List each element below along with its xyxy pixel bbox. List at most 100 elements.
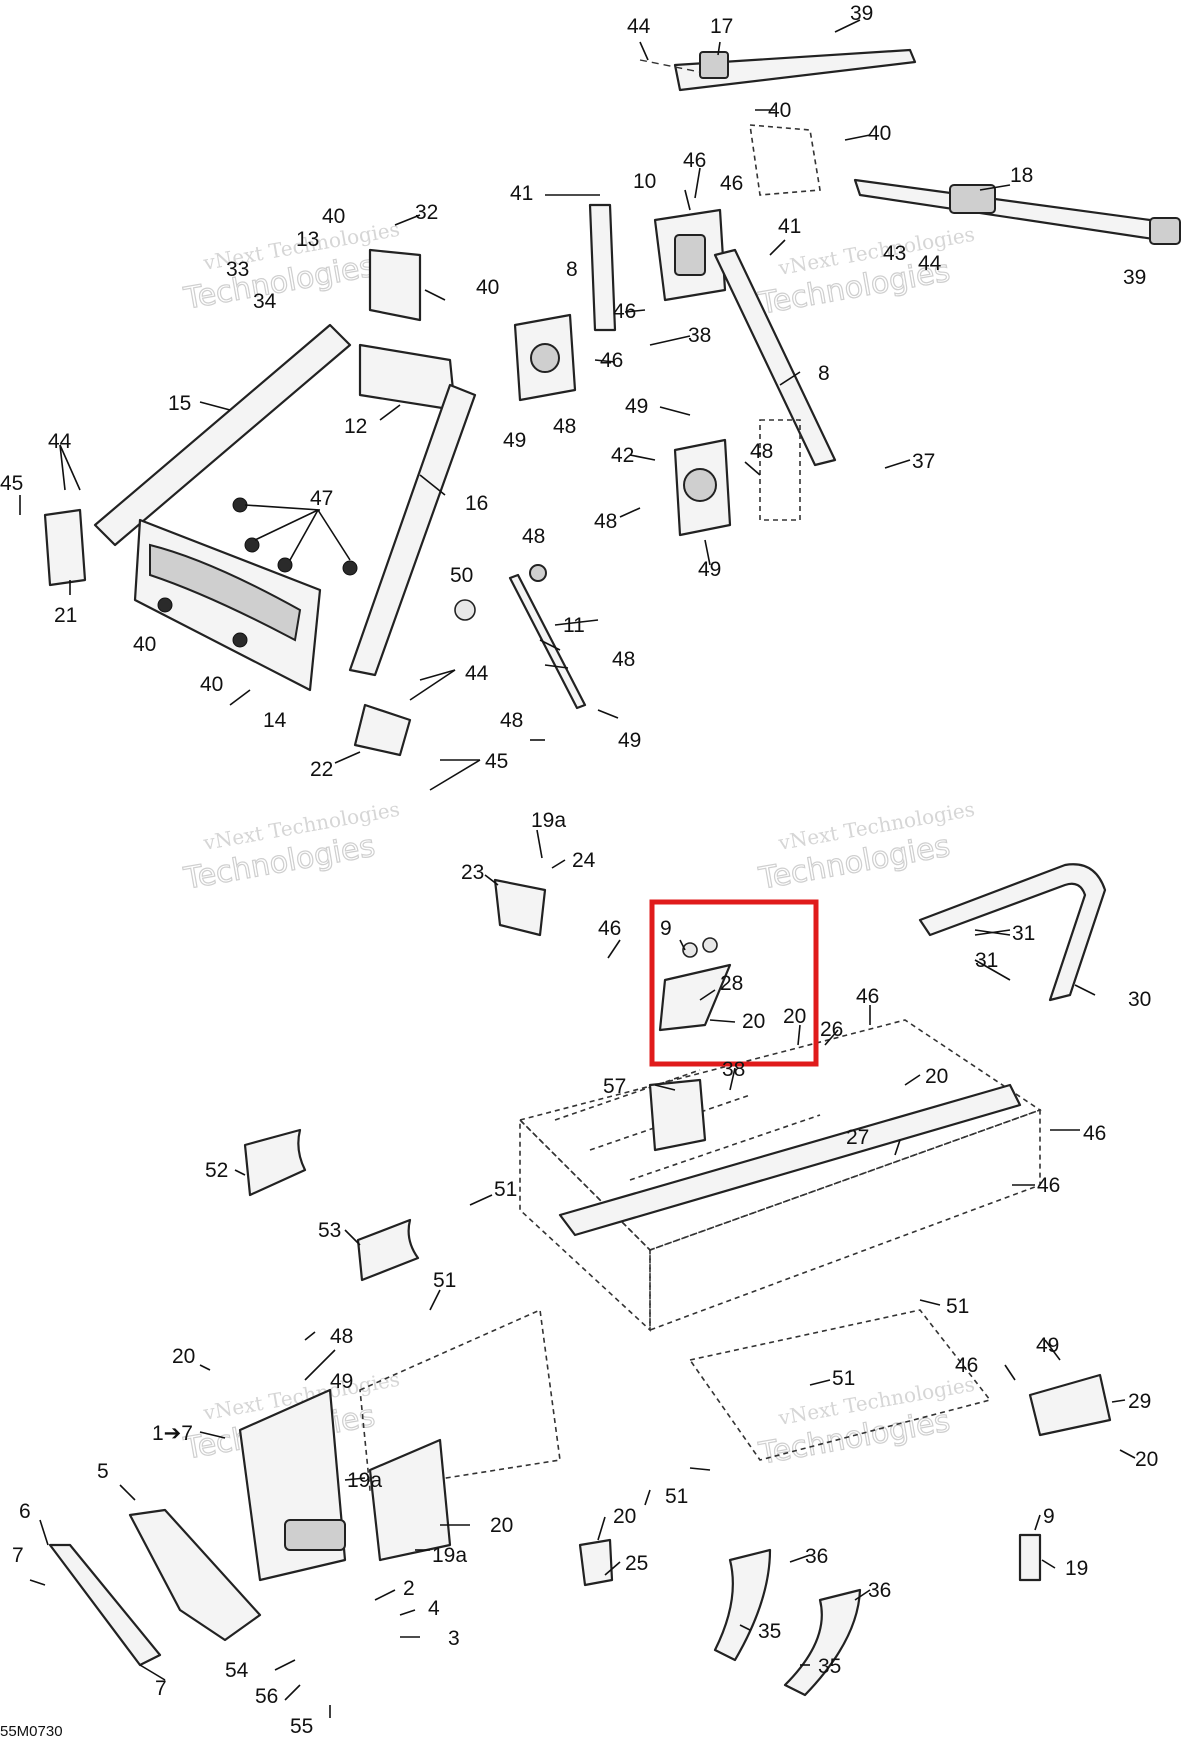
callout-8: 8 <box>818 362 830 385</box>
callout-51: 51 <box>946 1295 969 1318</box>
part-25-bracket <box>578 1538 614 1587</box>
callout-11: 11 <box>563 614 585 637</box>
callout-20: 20 <box>742 1010 765 1033</box>
part-52-53-pads <box>243 1128 420 1282</box>
callout-35: 35 <box>818 1655 841 1678</box>
callout-44: 44 <box>465 662 489 685</box>
callout-7: 7 <box>155 1677 167 1700</box>
part-8-arms <box>588 203 837 467</box>
callout-46: 46 <box>1083 1122 1106 1145</box>
callout-33: 33 <box>226 258 249 281</box>
callout-7: 7 <box>12 1544 24 1567</box>
callout-42: 42 <box>611 444 634 467</box>
callout-19: 19 <box>1065 1557 1088 1580</box>
callout-35: 35 <box>758 1620 781 1643</box>
callout-5: 5 <box>97 1460 109 1483</box>
callout-34: 34 <box>253 290 277 313</box>
callout-25: 25 <box>625 1552 648 1575</box>
callout-6: 6 <box>19 1500 31 1523</box>
callout-41: 41 <box>510 182 533 205</box>
callout-46: 46 <box>598 917 621 940</box>
part-14-bulkhead <box>133 497 358 692</box>
callout-39: 39 <box>1123 266 1146 289</box>
part-17-upper-bar <box>639 48 917 92</box>
callout-44: 44 <box>627 15 651 38</box>
callout-22: 22 <box>310 758 333 781</box>
callout-45: 45 <box>485 750 508 773</box>
callout-49: 49 <box>618 729 641 752</box>
callout-19a: 19a <box>432 1544 467 1567</box>
callout-51: 51 <box>832 1367 855 1390</box>
callout-55: 55 <box>290 1715 313 1738</box>
callout-51: 51 <box>665 1485 688 1508</box>
callout-20: 20 <box>925 1065 948 1088</box>
part-15-16-frame-rails <box>93 323 477 677</box>
callout-40: 40 <box>868 122 891 145</box>
callout-1-to-7: 1➔7 <box>152 1422 193 1445</box>
callout-51: 51 <box>433 1269 456 1292</box>
callout-49: 49 <box>330 1370 353 1393</box>
callout-10: 10 <box>633 170 656 193</box>
part-29-plate <box>1028 1373 1112 1437</box>
part-9-19-tab <box>1018 1533 1042 1582</box>
callout-40: 40 <box>133 633 156 656</box>
callout-2: 2 <box>403 1577 415 1600</box>
part-22-bracket <box>353 703 412 757</box>
callout-8: 8 <box>566 258 578 281</box>
part-18-lower-bar <box>749 124 1181 245</box>
callout-31: 31 <box>975 949 998 972</box>
callout-46: 46 <box>600 349 623 372</box>
front-suspension-assembly <box>238 1388 452 1582</box>
callout-20: 20 <box>1135 1448 1158 1471</box>
callout-48: 48 <box>594 510 617 533</box>
callout-38: 38 <box>722 1058 745 1081</box>
callout-57: 57 <box>603 1075 626 1098</box>
callout-46: 46 <box>955 1354 978 1377</box>
tunnel-chassis <box>359 1019 1042 1491</box>
part-21-bracket <box>43 508 87 587</box>
callout-48: 48 <box>330 1325 353 1348</box>
callout-36: 36 <box>868 1579 891 1602</box>
callout-3: 3 <box>448 1627 460 1650</box>
callout-labels: 44 17 39 40 40 46 46 10 41 18 41 43 44 3… <box>0 2 1158 1738</box>
callout-48: 48 <box>553 415 576 438</box>
callout-46: 46 <box>856 985 879 1008</box>
callout-51: 51 <box>494 1178 517 1201</box>
highlight-box <box>649 899 819 1067</box>
callout-40: 40 <box>322 205 345 228</box>
center-mechanism <box>513 313 801 537</box>
part-30-loop-handle <box>918 863 1107 1002</box>
callout-50: 50 <box>450 564 473 587</box>
callout-36: 36 <box>805 1545 828 1568</box>
callout-46: 46 <box>683 149 706 172</box>
callout-20: 20 <box>613 1505 636 1528</box>
part-5-6-plates <box>48 1508 262 1667</box>
callout-44: 44 <box>48 430 72 453</box>
callout-28: 28 <box>720 972 743 995</box>
part-28-bracket <box>658 937 732 1032</box>
part-23-bracket <box>493 878 547 937</box>
callout-46: 46 <box>1037 1174 1060 1197</box>
callout-48: 48 <box>500 709 523 732</box>
callout-48: 48 <box>612 648 635 671</box>
callout-20: 20 <box>172 1345 195 1368</box>
callout-26: 26 <box>820 1018 843 1041</box>
callout-38: 38 <box>688 324 711 347</box>
callout-49: 49 <box>625 395 648 418</box>
callout-21: 21 <box>54 604 77 627</box>
callout-46: 46 <box>720 172 743 195</box>
callout-49: 49 <box>503 429 526 452</box>
callout-17: 17 <box>710 15 733 38</box>
leader-lines <box>19 19 1136 1718</box>
callout-27: 27 <box>846 1126 869 1149</box>
callout-54: 54 <box>225 1659 249 1682</box>
callout-24: 24 <box>572 849 596 872</box>
callout-49: 49 <box>1036 1334 1059 1357</box>
callout-44: 44 <box>918 252 942 275</box>
reference-code: 55M0730 <box>0 1723 63 1740</box>
callout-20: 20 <box>783 1005 806 1028</box>
part-10-bracket <box>653 208 727 302</box>
callout-40: 40 <box>768 99 791 122</box>
callout-56: 56 <box>255 1685 278 1708</box>
